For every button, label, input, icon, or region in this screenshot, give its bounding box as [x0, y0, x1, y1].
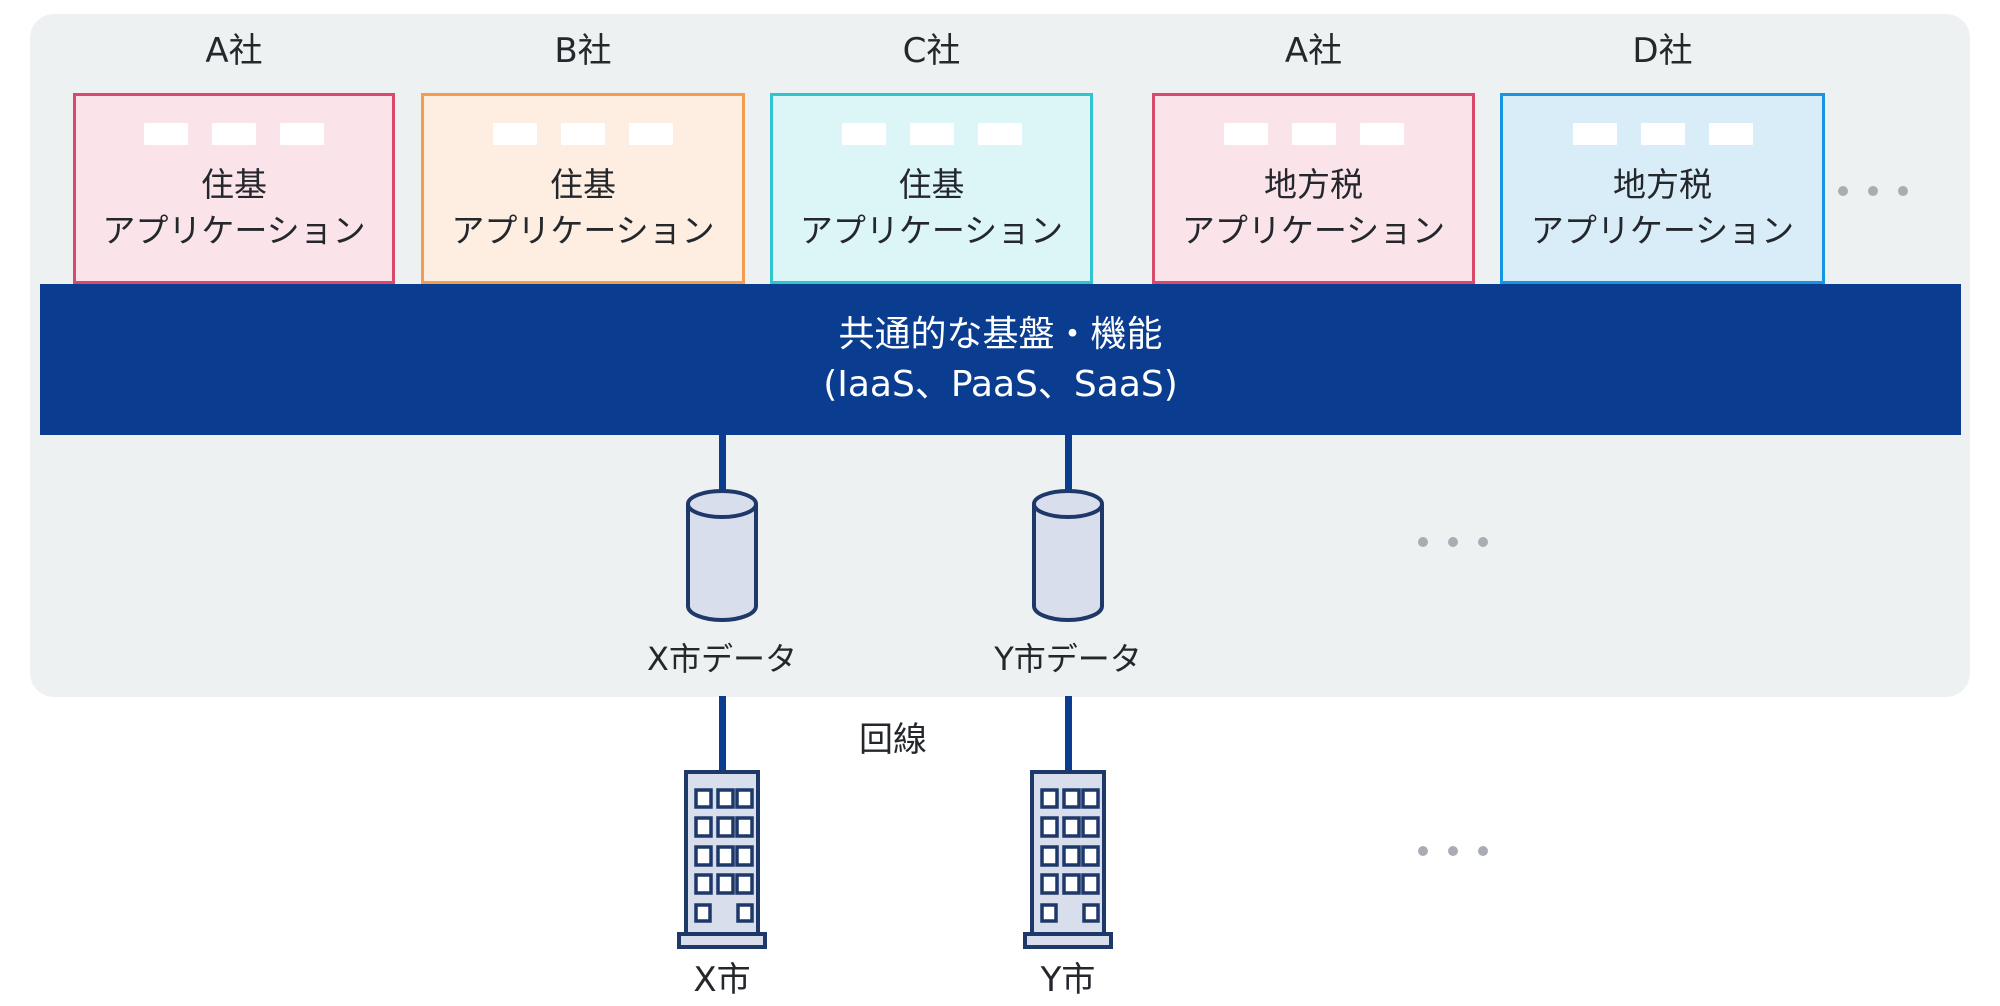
- database-cylinder-y-icon: [1032, 489, 1104, 622]
- db-label-x: X市データ: [647, 640, 797, 678]
- platform-bar-title: 共通的な基盤・機能: [838, 313, 1163, 355]
- app-box-juki-b: 住基 アプリケーション: [421, 93, 745, 284]
- connector-panel-to-city-x: [719, 696, 726, 774]
- app-box-label: 住基 アプリケーション: [102, 165, 366, 250]
- ellipsis-more-apps-icon: [1838, 186, 1908, 196]
- server-bars-icon: [1155, 123, 1472, 145]
- city-label-y: Y市: [1040, 960, 1096, 1000]
- building-x-icon: [677, 770, 767, 949]
- company-label-d: D社: [1632, 31, 1693, 71]
- app-box-label: 地方税 アプリケーション: [1181, 165, 1446, 250]
- connector-bar-to-db-y: [1065, 434, 1072, 492]
- company-label-a: A社: [205, 31, 263, 71]
- platform-bar: 共通的な基盤・機能 (IaaS、PaaS、SaaS): [40, 284, 1961, 435]
- city-label-x: X市: [693, 960, 751, 1000]
- app-box-juki-c: 住基 アプリケーション: [770, 93, 1093, 284]
- app-box-label: 住基 アプリケーション: [799, 165, 1064, 250]
- server-bars-icon: [424, 123, 742, 145]
- platform-bar-subtitle: (IaaS、PaaS、SaaS): [823, 363, 1178, 405]
- server-bars-icon: [1503, 123, 1822, 145]
- app-box-label: 地方税 アプリケーション: [1530, 165, 1795, 250]
- app-box-label: 住基 アプリケーション: [451, 165, 715, 250]
- app-box-tax-d: 地方税 アプリケーション: [1500, 93, 1825, 284]
- company-label-b: B社: [554, 31, 612, 71]
- database-cylinder-x-icon: [686, 489, 758, 622]
- connector-bar-to-db-x: [719, 434, 726, 492]
- app-box-tax-a: 地方税 アプリケーション: [1152, 93, 1475, 284]
- building-y-icon: [1023, 770, 1113, 949]
- connector-panel-to-city-y: [1065, 696, 1072, 774]
- db-label-y: Y市データ: [994, 640, 1142, 678]
- ellipsis-more-cities-icon: [1418, 846, 1488, 856]
- server-bars-icon: [773, 123, 1090, 145]
- company-label-c: C社: [902, 31, 961, 71]
- app-box-juki-a: 住基 アプリケーション: [73, 93, 395, 284]
- network-line-label: 回線: [859, 720, 927, 760]
- company-label-a2: A社: [1284, 31, 1343, 71]
- server-bars-icon: [76, 123, 392, 145]
- ellipsis-more-databases-icon: [1418, 537, 1488, 547]
